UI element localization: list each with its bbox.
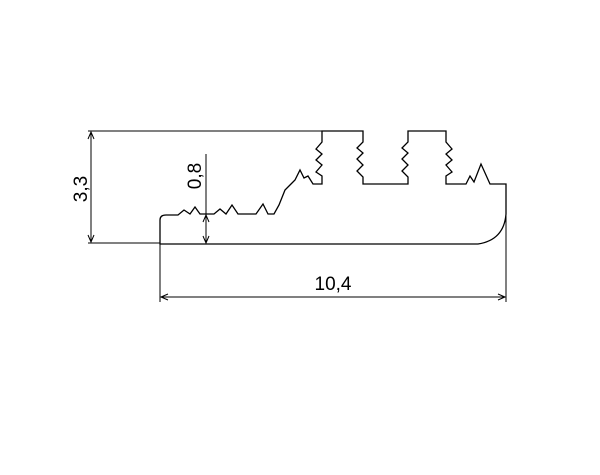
dim-0-8-arrow-top (202, 213, 210, 223)
dim-3-3-label: 3,3 (71, 176, 92, 202)
profile-outline (159, 130, 507, 245)
dim-0-8-arrow-bottom (202, 235, 210, 245)
dim-10-4-arrow-left (159, 293, 169, 301)
dim-3-3-arrow-bottom (87, 234, 95, 244)
dim-10-4-label: 10,4 (315, 274, 352, 295)
dim-0-8-label: 0,8 (185, 163, 206, 189)
dim-10-4-arrow-right (497, 293, 507, 301)
dim-3-3-arrow-top (87, 130, 95, 140)
